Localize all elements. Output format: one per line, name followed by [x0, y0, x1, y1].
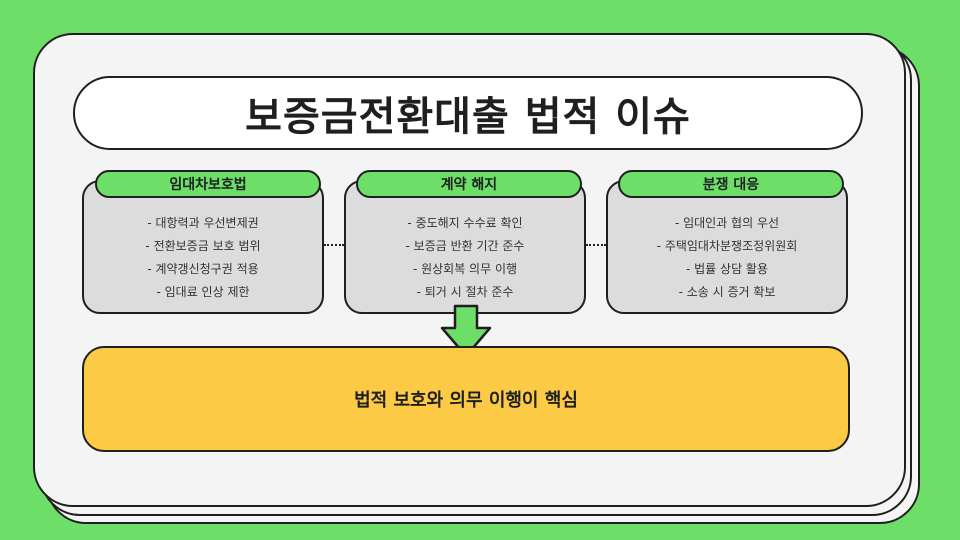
list-item: - 원상회복 의무 이행 — [412, 262, 518, 276]
list-item: - 계약갱신청구권 적용 — [147, 262, 259, 276]
list-item: - 중도해지 수수료 확인 — [407, 216, 523, 230]
title-banner: 보증금전환대출 법적 이슈 — [73, 76, 863, 150]
conclusion-text: 법적 보호와 의무 이행이 핵심 — [354, 390, 578, 411]
card-contract-termination: - 중도해지 수수료 확인 - 보증금 반환 기간 준수 - 원상회복 의무 이… — [344, 180, 586, 314]
dotted-connector-left — [324, 244, 344, 246]
card-header-contract-termination: 계약 해지 — [356, 170, 582, 198]
list-item: - 전환보증금 보호 범위 — [145, 239, 261, 253]
list-item: - 소송 시 증거 확보 — [678, 285, 776, 299]
card-item-list: - 임대인과 협의 우선 - 주택임대차분쟁조정위원회 - 법률 상담 활용 -… — [608, 212, 846, 304]
list-item: - 임대료 인상 제한 — [156, 285, 250, 299]
list-item: - 보증금 반환 기간 준수 — [405, 239, 525, 253]
list-item: - 퇴거 시 절차 준수 — [416, 285, 514, 299]
card-dispute-response: - 임대인과 협의 우선 - 주택임대차분쟁조정위원회 - 법률 상담 활용 -… — [606, 180, 848, 314]
card-item-list: - 중도해지 수수료 확인 - 보증금 반환 기간 준수 - 원상회복 의무 이… — [346, 212, 584, 304]
card-header-dispute-response: 분쟁 대응 — [618, 170, 844, 198]
conclusion-box: 법적 보호와 의무 이행이 핵심 — [82, 346, 850, 452]
page-title: 보증금전환대출 법적 이슈 — [245, 94, 691, 140]
list-item: - 대항력과 우선변제권 — [147, 216, 259, 230]
dotted-connector-right — [586, 244, 606, 246]
card-item-list: - 대항력과 우선변제권 - 전환보증금 보호 범위 - 계약갱신청구권 적용 … — [84, 212, 322, 304]
card-lease-protection-act: - 대항력과 우선변제권 - 전환보증금 보호 범위 - 계약갱신청구권 적용 … — [82, 180, 324, 314]
down-arrow-icon — [440, 304, 492, 358]
card-header-lease-protection-act: 임대차보호법 — [95, 170, 321, 198]
list-item: - 임대인과 협의 우선 — [674, 216, 780, 230]
list-item: - 법률 상담 활용 — [685, 262, 768, 276]
list-item: - 주택임대차분쟁조정위원회 — [656, 239, 798, 253]
